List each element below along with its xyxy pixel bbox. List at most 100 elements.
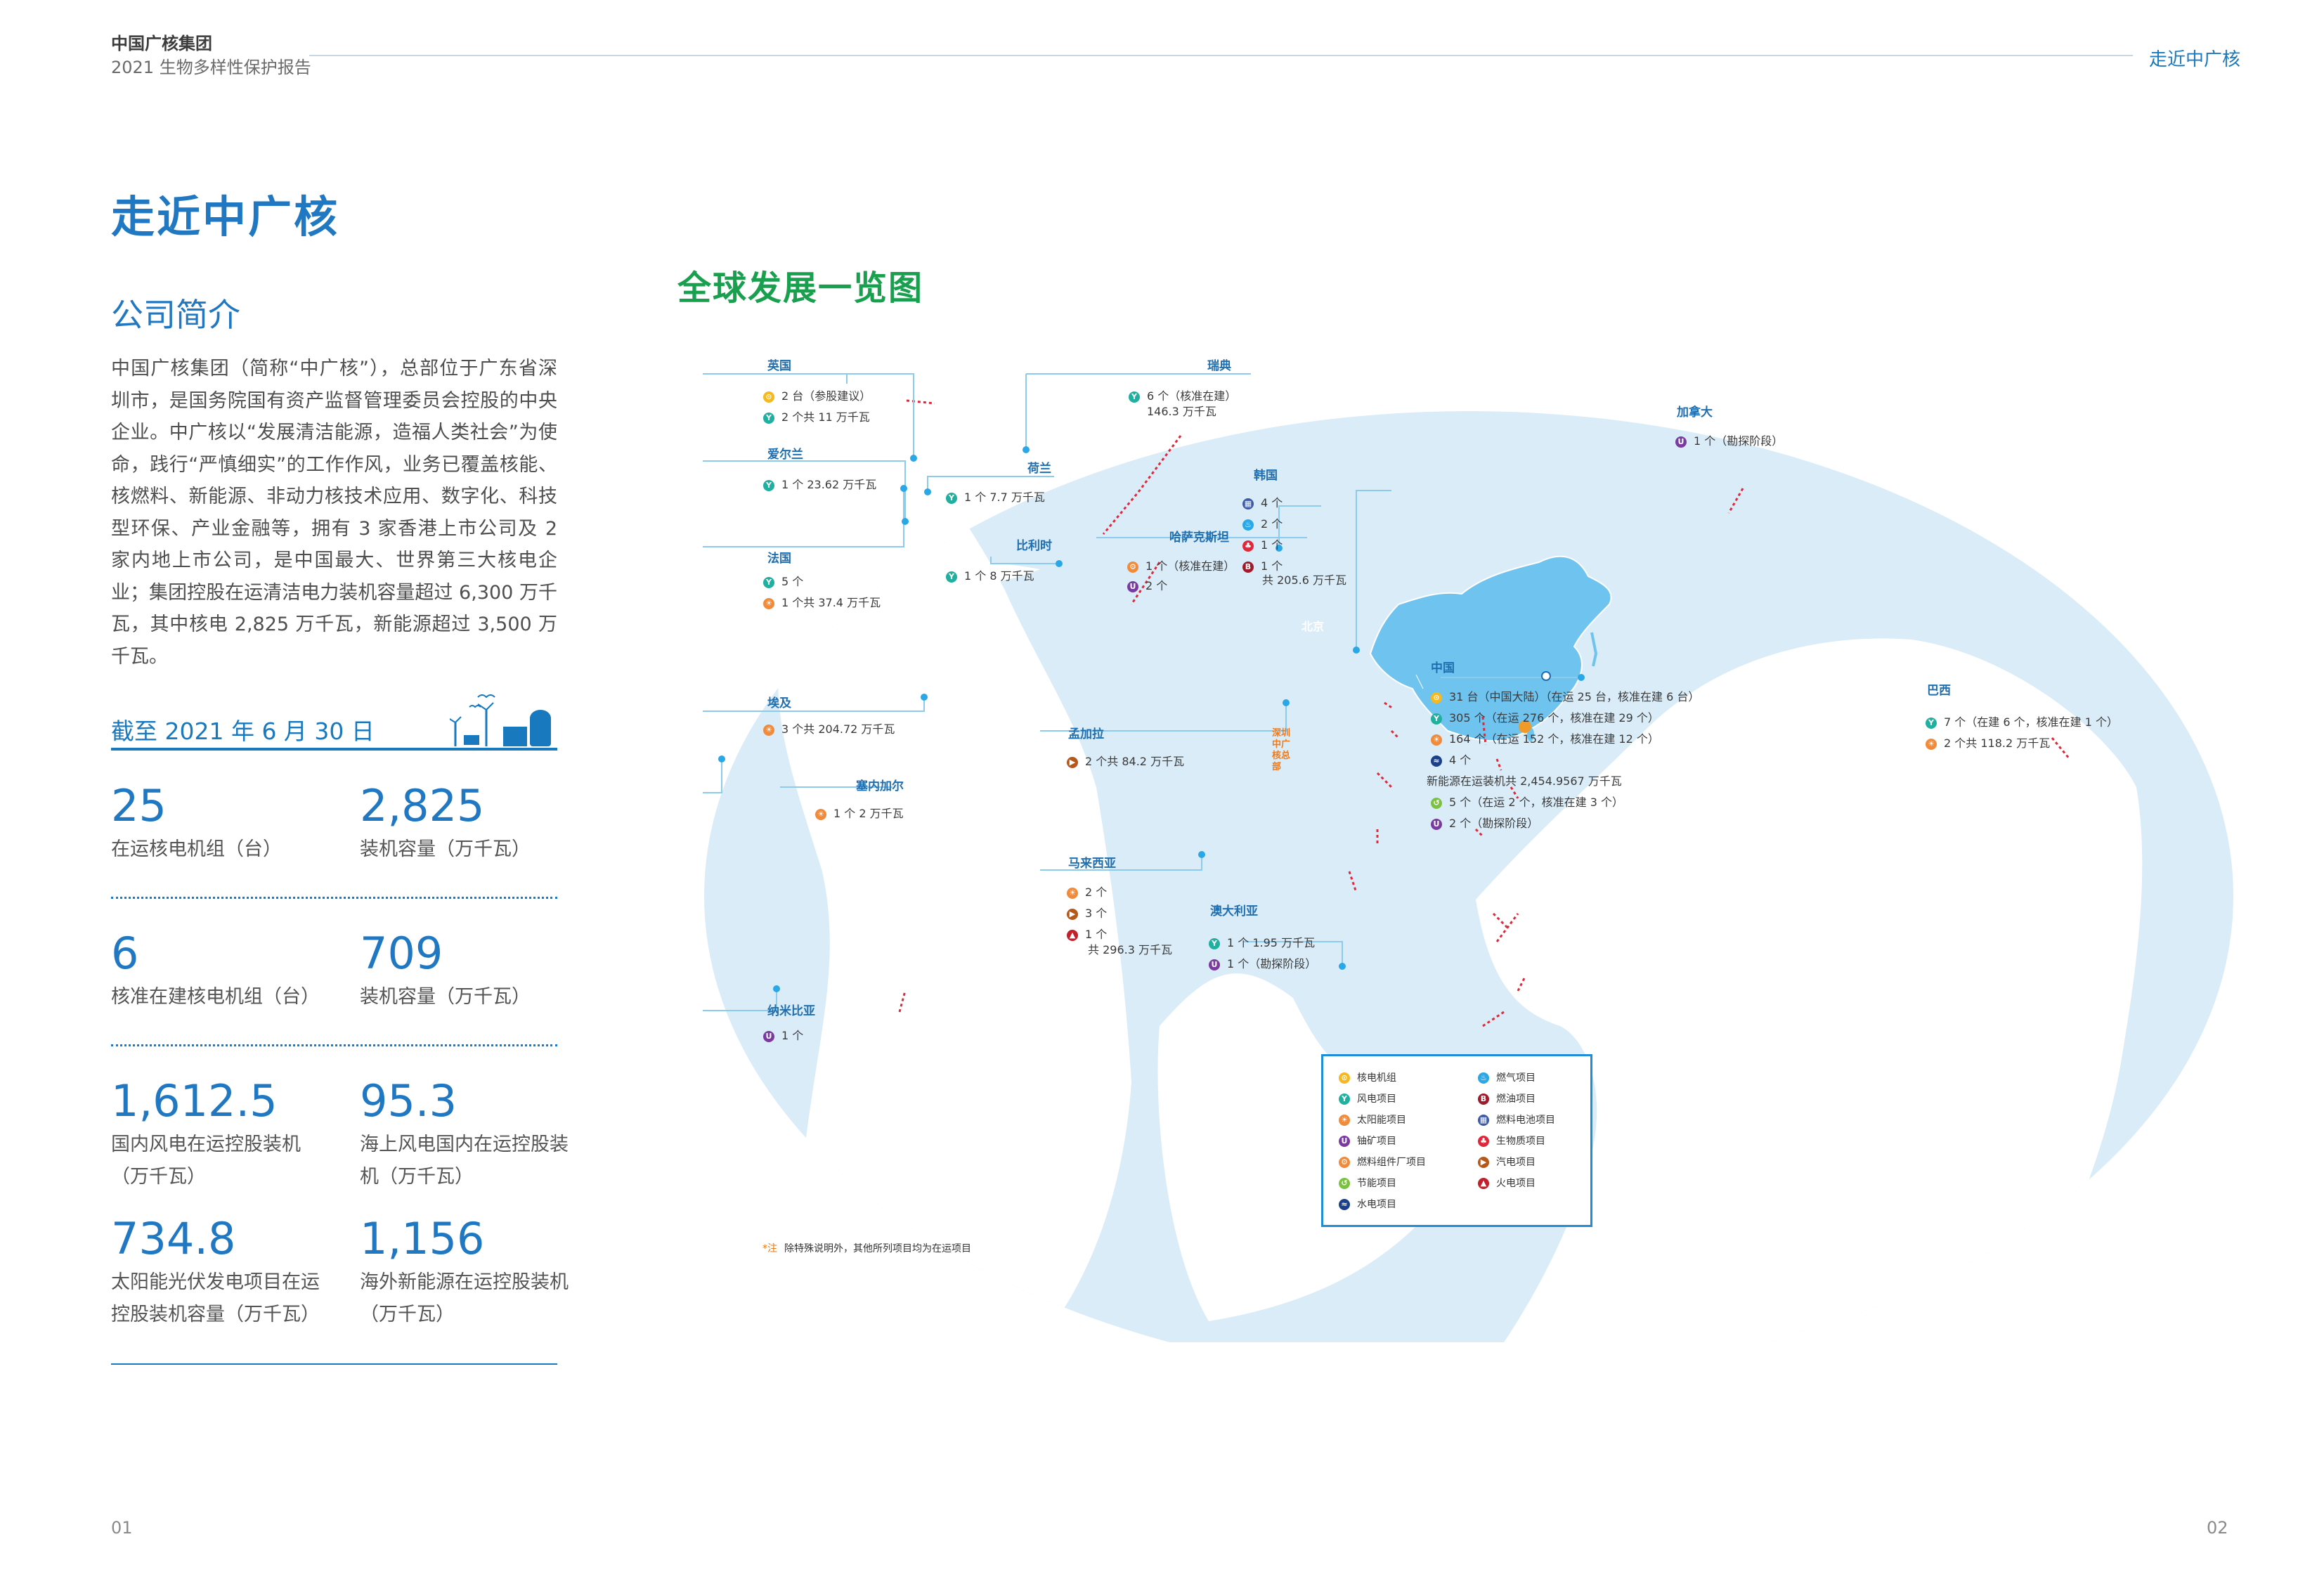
solar-icon: ☀ (815, 808, 826, 820)
china-region (1369, 555, 1612, 742)
legend-item: ☀太阳能项目 (1339, 1112, 1406, 1127)
map-title: 全球发展一览图 (677, 268, 924, 308)
solar-icon: ☀ (763, 597, 774, 609)
country-item: 共 296.3 万千瓦 (1088, 943, 1172, 956)
thermal-icon: ▲ (1067, 929, 1078, 941)
stat-value: 1,612.5 (111, 1075, 278, 1127)
energy-saving-icon: ↺ (1339, 1178, 1350, 1189)
country-item: ⚙1 个（核准在建） (1127, 557, 1235, 573)
stat-divider (111, 1044, 557, 1046)
country-item: ↺5 个（在运 2 个，核准在建 3 个） (1431, 793, 1623, 810)
wind-icon: Y (1209, 937, 1220, 949)
stat-value: 2,825 (360, 780, 485, 831)
nuclear-icon: ⊙ (763, 391, 774, 403)
country-name: 澳大利亚 (1210, 904, 1258, 919)
nuclear-icon: ⊙ (1339, 1072, 1350, 1084)
stat-label: 海上风电国内在运控股装机（万千瓦） (360, 1134, 569, 1188)
solar-icon: ☀ (763, 724, 774, 736)
biomass-icon: ♣ (1242, 540, 1254, 552)
legend-item: ≈水电项目 (1339, 1197, 1396, 1211)
wind-icon: Y (763, 412, 774, 424)
country-name: 哈萨克斯坦 (1169, 531, 1229, 545)
stat-value: 734.8 (111, 1213, 236, 1264)
country-item: ☀3 个共 204.72 万千瓦 (763, 720, 895, 736)
steam-power-icon: ▶ (1067, 908, 1078, 920)
wind-icon: Y (1926, 717, 1937, 729)
country-item: ▲1 个 (1067, 925, 1107, 942)
wind-icon: Y (1339, 1093, 1350, 1105)
oil-icon: B (1242, 561, 1254, 573)
gas-icon: ♨ (1242, 519, 1254, 531)
country-item: 共 205.6 万千瓦 (1262, 573, 1346, 587)
country-item: ▦4 个 (1242, 493, 1283, 510)
page-title: 走近中广核 (111, 191, 340, 242)
fuel-assembly-icon: ⚙ (1127, 561, 1138, 573)
country-name: 荷兰 (1027, 462, 1051, 476)
country-item: ▶3 个 (1067, 904, 1107, 921)
energy-saving-icon: ↺ (1431, 797, 1442, 809)
stat-label: 海外新能源在运控股装机（万千瓦） (360, 1271, 569, 1325)
gas-icon: ♨ (1478, 1072, 1489, 1084)
wind-icon: Y (946, 492, 957, 504)
legend-item: ▶汽电项目 (1478, 1155, 1536, 1169)
asof-underline (111, 748, 557, 751)
stat-label: 太阳能光伏发电项目在运控股装机容量（万千瓦） (111, 1271, 320, 1325)
page-number-right: 02 (2207, 1518, 2228, 1538)
wind-farm-illustration (450, 694, 551, 746)
country-name: 纳米比亚 (767, 1004, 815, 1018)
wind-icon: Y (1129, 391, 1140, 403)
country-item: ☀2 个 (1067, 883, 1107, 900)
stat-label: 装机容量（万千瓦） (360, 986, 531, 1008)
country-item: ☀1 个共 37.4 万千瓦 (763, 593, 881, 610)
country-item: ⊙31 台（中国大陆）（在运 25 台，核准在建 6 台） (1431, 687, 1699, 704)
stat-value: 1,156 (360, 1213, 485, 1264)
thermal-icon: ▲ (1478, 1178, 1489, 1189)
fuel-cell-icon: ▦ (1242, 498, 1254, 510)
country-item: ♨2 个 (1242, 514, 1283, 531)
country-name: 巴西 (1927, 684, 1951, 698)
header-section: 走近中广核 (2149, 49, 2241, 70)
hydro-icon: ≈ (1431, 755, 1442, 767)
country-item: 146.3 万千瓦 (1147, 405, 1216, 418)
country-name: 孟加拉 (1068, 727, 1104, 741)
header-company: 中国广核集团 (111, 34, 212, 53)
country-name: 比利时 (1016, 539, 1052, 553)
legend-item: ↺节能项目 (1339, 1176, 1396, 1190)
uranium-icon: U (763, 1030, 774, 1042)
stat-label: 在运核电机组（台） (111, 838, 282, 860)
stat-label: 装机容量（万千瓦） (360, 838, 531, 860)
nuclear-icon: ⊙ (1431, 692, 1442, 703)
country-name: 韩国 (1254, 469, 1278, 483)
country-item: ≈4 个 (1431, 751, 1471, 767)
fuel-assembly-icon: ⚙ (1339, 1157, 1350, 1168)
uranium-icon: U (1675, 436, 1687, 448)
country-name: 埃及 (767, 696, 791, 710)
beijing-label: 北京 (1301, 620, 1325, 633)
country-item: ▶2 个共 84.2 万千瓦 (1067, 752, 1184, 769)
country-name: 法国 (767, 552, 791, 566)
legend-item: ⚙燃料组件厂项目 (1339, 1155, 1426, 1169)
country-name: 英国 (767, 359, 791, 373)
stat-value: 6 (111, 928, 139, 979)
country-item: ⊙2 台（参股建议） (763, 387, 871, 403)
oil-icon: B (1478, 1093, 1489, 1105)
country-name: 加拿大 (1677, 405, 1713, 420)
section-title: 公司简介 (111, 296, 240, 334)
asof-date: 截至 2021 年 6 月 30 日 (111, 718, 375, 745)
country-item: ☀164 个（在运 152 个，核准在建 12 个） (1431, 729, 1659, 746)
